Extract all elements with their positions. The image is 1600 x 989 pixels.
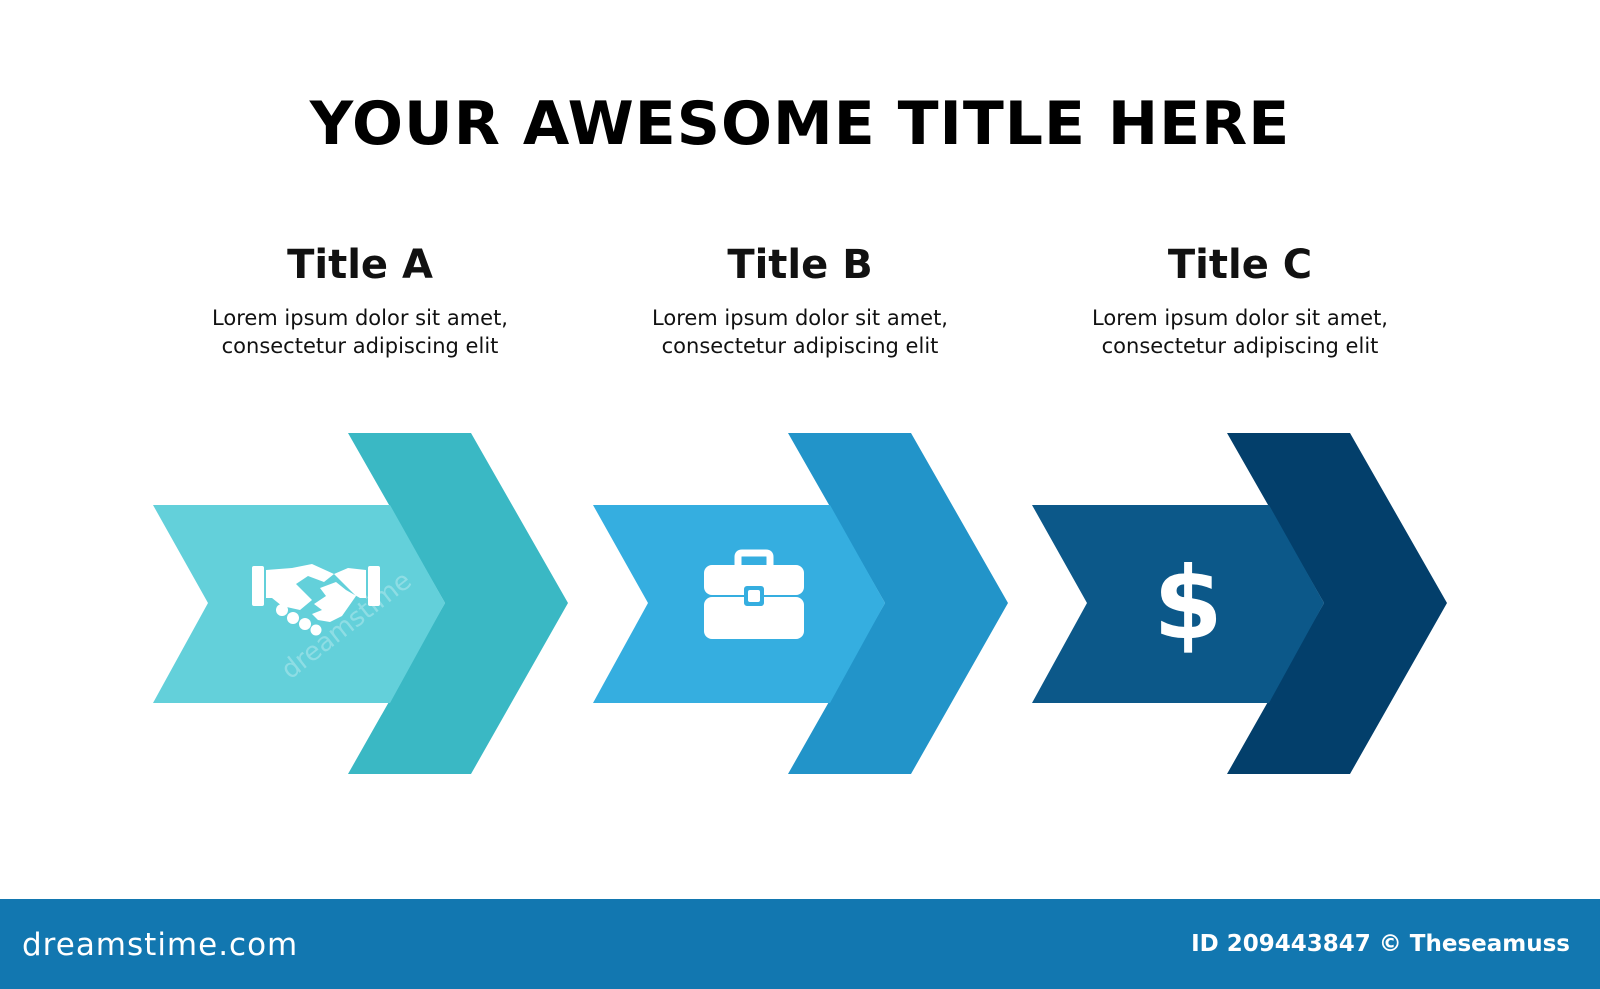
- handshake-icon: [252, 564, 380, 636]
- step-a-desc-line1: Lorem ipsum dolor sit amet,: [212, 306, 508, 330]
- arrow-c-front: [1032, 505, 1324, 703]
- arrow-step-b: [593, 433, 1008, 774]
- step-c-description: Lorem ipsum dolor sit amet, consectetur …: [1040, 304, 1440, 360]
- step-a-title: Title A: [287, 242, 433, 288]
- process-arrows: $ dreamstime: [153, 433, 1447, 774]
- step-b-description: Lorem ipsum dolor sit amet, consectetur …: [600, 304, 1000, 360]
- step-b-desc-line2: consectetur adipiscing elit: [661, 334, 939, 358]
- step-b-text: Title B Lorem ipsum dolor sit amet, cons…: [600, 240, 1000, 360]
- step-c-desc-line1: Lorem ipsum dolor sit amet,: [1092, 306, 1388, 330]
- footer-brand: dreamstime.com: [22, 927, 299, 963]
- arrow-step-c: $: [1032, 433, 1447, 774]
- footer-bar: dreamstime.com ID 209443847 © Theseamuss: [0, 899, 1600, 989]
- step-a-desc-line2: consectetur adipiscing elit: [221, 334, 499, 358]
- step-a-description: Lorem ipsum dolor sit amet, consectetur …: [160, 304, 560, 360]
- footer-credit: ID 209443847 © Theseamuss: [1191, 931, 1570, 957]
- step-c-desc-line2: consectetur adipiscing elit: [1101, 334, 1379, 358]
- arrow-c-back: [1227, 433, 1447, 774]
- page-title: YOUR AWESOME TITLE HERE: [309, 89, 1291, 159]
- arrow-b-back: [788, 433, 1008, 774]
- step-c-text: Title C Lorem ipsum dolor sit amet, cons…: [1040, 240, 1440, 360]
- step-b-desc-line1: Lorem ipsum dolor sit amet,: [652, 306, 948, 330]
- step-b-title: Title B: [727, 242, 873, 288]
- dollar-icon: $: [1153, 545, 1223, 662]
- arrow-step-a: [153, 433, 568, 774]
- briefcase-icon: [704, 549, 804, 639]
- arrow-a-back: [348, 433, 568, 774]
- step-a-text: Title A Lorem ipsum dolor sit amet, cons…: [160, 240, 560, 360]
- step-c-title: Title C: [1167, 242, 1313, 288]
